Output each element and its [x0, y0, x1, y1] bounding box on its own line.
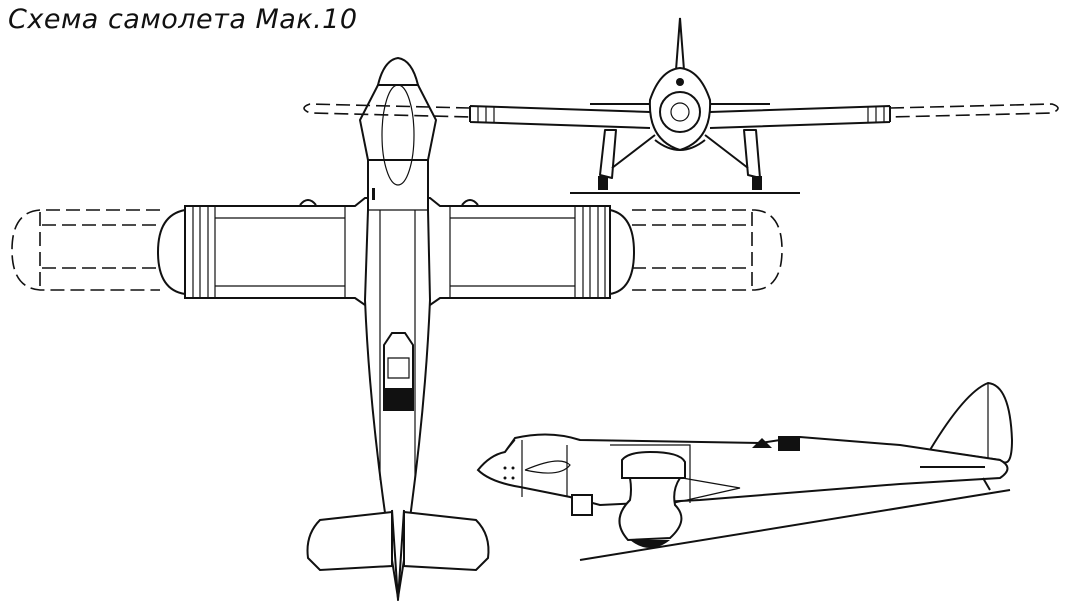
side-view — [476, 381, 1014, 561]
extended-wing-dashed-left — [11, 209, 160, 291]
top-view — [11, 56, 783, 601]
extended-wing-dashed-right — [632, 209, 783, 291]
cockpit-top-view — [383, 332, 414, 411]
front-view — [303, 17, 1059, 194]
tailplane-top-view — [306, 509, 490, 601]
diagram-title: Схема самолета Мак.10 — [8, 4, 358, 35]
